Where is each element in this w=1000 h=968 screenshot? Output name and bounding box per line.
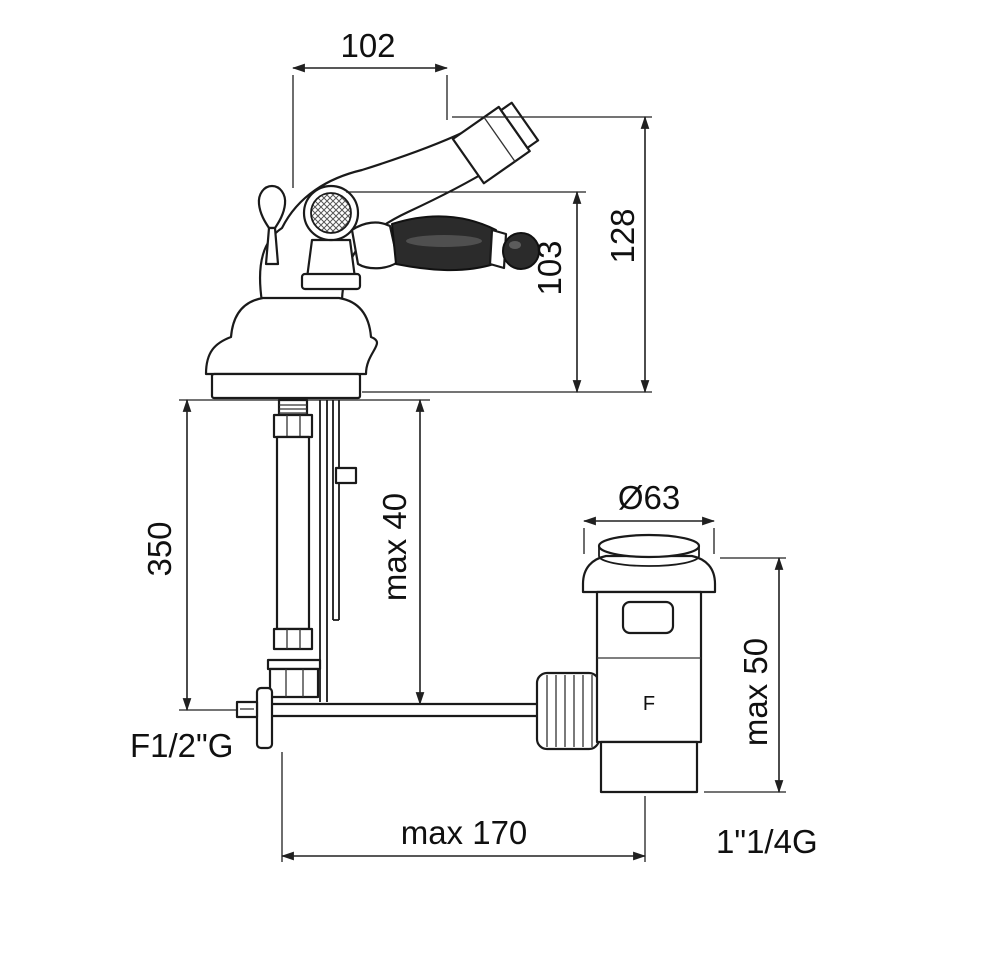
inlet-thread-label: F1/2"G — [130, 727, 233, 764]
waste-flange — [581, 554, 717, 594]
hose-top-nut-facets — [286, 415, 301, 437]
waste-letter: F — [643, 693, 655, 715]
knurled-knob-texture — [310, 192, 352, 234]
dimension-128: 128 — [362, 115, 652, 394]
locknut-ridges — [546, 675, 593, 747]
mounting-nut-facets — [285, 669, 304, 697]
dimension-102: 102 — [291, 27, 449, 188]
threaded-stud — [319, 400, 328, 702]
knob-collar — [300, 272, 362, 291]
waste-thread-label: 1"1/4G — [716, 823, 818, 860]
base-plinth — [210, 372, 362, 400]
waste-cap-top — [597, 533, 701, 559]
mounting-nut — [268, 667, 320, 699]
dimension-350: 350 — [141, 398, 236, 712]
dim-102-label: 102 — [340, 27, 395, 64]
dimension-max170: max 170 — [280, 752, 647, 862]
mounting-washer — [266, 658, 322, 671]
hose-bottom-nut-facets — [286, 629, 301, 649]
hose-top-thread-lines — [279, 404, 307, 414]
dim-d63-label: Ø63 — [618, 479, 680, 516]
handle-barrel-highlight — [406, 235, 482, 247]
aerator — [451, 101, 540, 185]
handle-ball-highlight — [509, 241, 521, 249]
dim-128-label: 128 — [604, 208, 641, 263]
waste-cap-bottom — [598, 555, 700, 567]
dim-128-extensions — [362, 116, 652, 393]
faucet — [204, 101, 540, 400]
left-lever-stem — [264, 226, 280, 266]
overflow-slot — [621, 600, 675, 635]
aerator-band — [483, 116, 516, 162]
pop-up-rod-clip — [334, 466, 358, 485]
hose-top-nut — [272, 413, 314, 439]
dim-max50-extensions — [704, 557, 786, 793]
dimension-103: 103 — [346, 190, 586, 394]
dim-max50-label: max 50 — [737, 638, 774, 746]
dim-max170-extensions — [281, 752, 646, 862]
knob-stem — [305, 238, 357, 280]
pop-up-rod — [332, 400, 340, 621]
dim-max40-label: max 40 — [376, 493, 413, 601]
dim-103-label: 103 — [531, 240, 568, 295]
dimension-max40: max 40 — [376, 398, 425, 706]
waste-cap-sides — [598, 546, 700, 556]
under-deck-assembly — [179, 398, 592, 750]
waste-tailpiece — [599, 740, 699, 794]
base-bell — [204, 296, 379, 376]
dimension-d63: Ø63 — [582, 479, 716, 554]
rod-clamp — [255, 686, 274, 750]
handle-collar — [488, 228, 508, 270]
dim-d63-extensions — [583, 528, 715, 554]
left-lever-tip — [257, 184, 287, 230]
handle-socket — [350, 221, 400, 270]
dim-350-label: 350 — [141, 521, 178, 576]
dim-max170-label: max 170 — [401, 814, 528, 851]
pop-up-waste: F — [535, 533, 717, 794]
dimension-max50: max 50 — [704, 556, 786, 794]
dim-102-extensions — [292, 75, 448, 188]
hose-bottom-nut — [272, 627, 314, 651]
aerator-tip — [499, 101, 540, 149]
waste-knurled-locknut — [535, 671, 601, 751]
braided-flexible-hose — [275, 435, 311, 631]
